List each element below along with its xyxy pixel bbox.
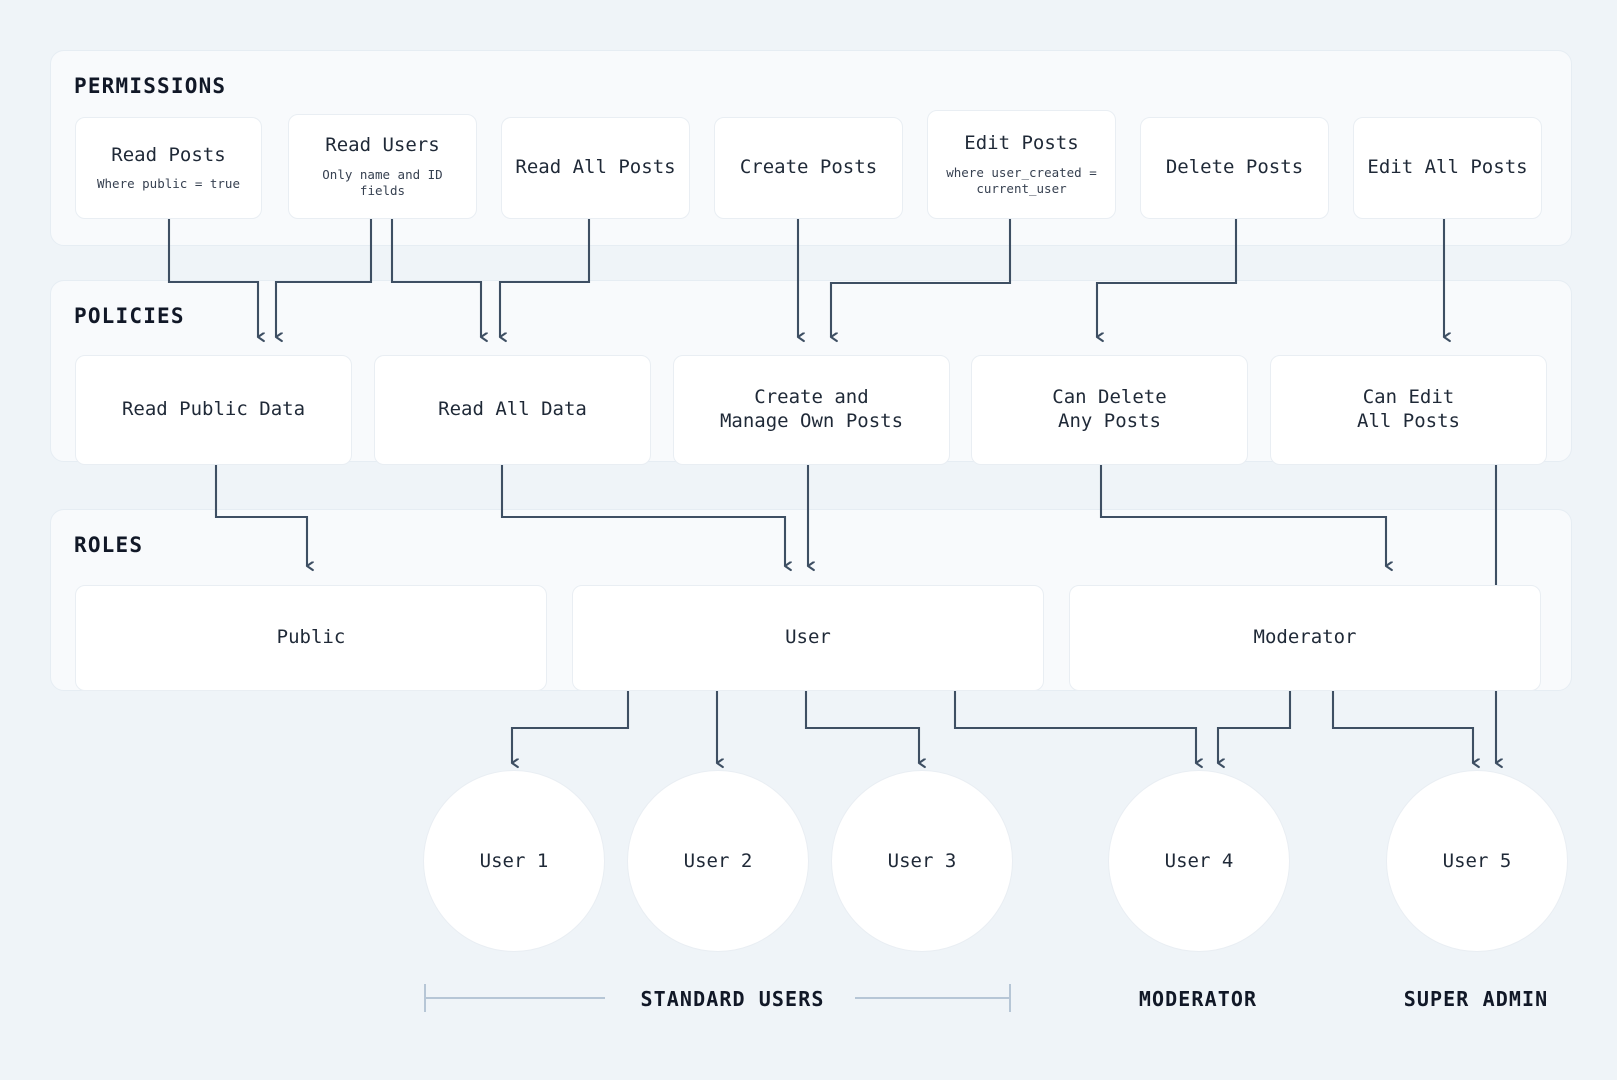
role-card-user[interactable]: User: [572, 585, 1044, 691]
user-node-user-2[interactable]: User 2: [627, 770, 809, 952]
role-title: Moderator: [1253, 626, 1357, 649]
user-label: User 1: [479, 850, 549, 872]
permission-card-read-posts[interactable]: Read Posts Where public = true: [75, 117, 262, 219]
policy-title: Read Public Data: [121, 398, 306, 421]
edge-public-to-user-1: [510, 680, 630, 763]
role-title: User: [785, 626, 831, 649]
role-card-public[interactable]: Public: [75, 585, 547, 691]
policy-card-can-delete-any[interactable]: Can Delete Any Posts: [971, 355, 1248, 465]
user-label: User 4: [1164, 850, 1234, 872]
policy-title: Can Delete Any Posts: [1052, 386, 1167, 432]
policy-title: Read All Data: [438, 398, 587, 421]
permission-card-edit-posts[interactable]: Edit Posts where user_created = current_…: [927, 110, 1116, 219]
user-label: User 2: [683, 850, 753, 872]
edge-user-to-user-3: [953, 680, 1196, 763]
permission-subtitle: where user_created = current_user: [946, 164, 1097, 196]
policy-title: Create and Manage Own Posts: [719, 386, 904, 432]
permission-title: Edit All Posts: [1367, 156, 1528, 179]
edge-moderator-to-user-4: [1216, 680, 1292, 763]
permission-subtitle: Where public = true: [97, 176, 240, 192]
user-node-user-5[interactable]: User 5: [1386, 770, 1568, 952]
policy-card-read-all-data[interactable]: Read All Data: [374, 355, 651, 465]
user-node-user-1[interactable]: User 1: [423, 770, 605, 952]
user-label: User 3: [887, 850, 957, 872]
permission-title: Delete Posts: [1165, 156, 1304, 179]
user-node-user-4[interactable]: User 4: [1108, 770, 1290, 952]
permission-title: Read All Posts: [515, 156, 676, 179]
edge-moderator-to-user-5: [1331, 680, 1473, 763]
permission-card-create-posts[interactable]: Create Posts: [714, 117, 903, 219]
permissions-section-title: PERMISSIONS: [74, 74, 227, 98]
policy-card-can-edit-all[interactable]: Can Edit All Posts: [1270, 355, 1547, 465]
group-label-super-admin: SUPER ADMIN: [1403, 987, 1549, 1011]
group-label-moderator: MODERATOR: [1138, 987, 1258, 1011]
user-node-user-3[interactable]: User 3: [831, 770, 1013, 952]
roles-section-title: ROLES: [74, 533, 144, 557]
permission-card-delete-posts[interactable]: Delete Posts: [1140, 117, 1329, 219]
role-title: Public: [276, 626, 346, 649]
permission-title: Edit Posts: [964, 131, 1079, 154]
permission-card-read-users[interactable]: Read Users Only name and ID fields: [288, 114, 477, 219]
permission-title: Read Users: [325, 133, 440, 156]
permission-card-edit-all-posts[interactable]: Edit All Posts: [1353, 117, 1542, 219]
user-label: User 5: [1442, 850, 1512, 872]
policy-card-create-manage-own[interactable]: Create and Manage Own Posts: [673, 355, 950, 465]
permission-card-read-all-posts[interactable]: Read All Posts: [501, 117, 690, 219]
policy-title: Can Edit All Posts: [1357, 386, 1460, 432]
policies-section-title: POLICIES: [74, 304, 185, 328]
edge-user-to-user-2: [804, 680, 919, 763]
permission-title: Read Posts: [111, 143, 226, 166]
permission-title: Create Posts: [739, 156, 878, 179]
group-label-standard-users: STANDARD USERS: [640, 987, 825, 1011]
permission-subtitle: Only name and ID fields: [322, 166, 443, 198]
role-card-moderator[interactable]: Moderator: [1069, 585, 1541, 691]
policy-card-read-public-data[interactable]: Read Public Data: [75, 355, 352, 465]
